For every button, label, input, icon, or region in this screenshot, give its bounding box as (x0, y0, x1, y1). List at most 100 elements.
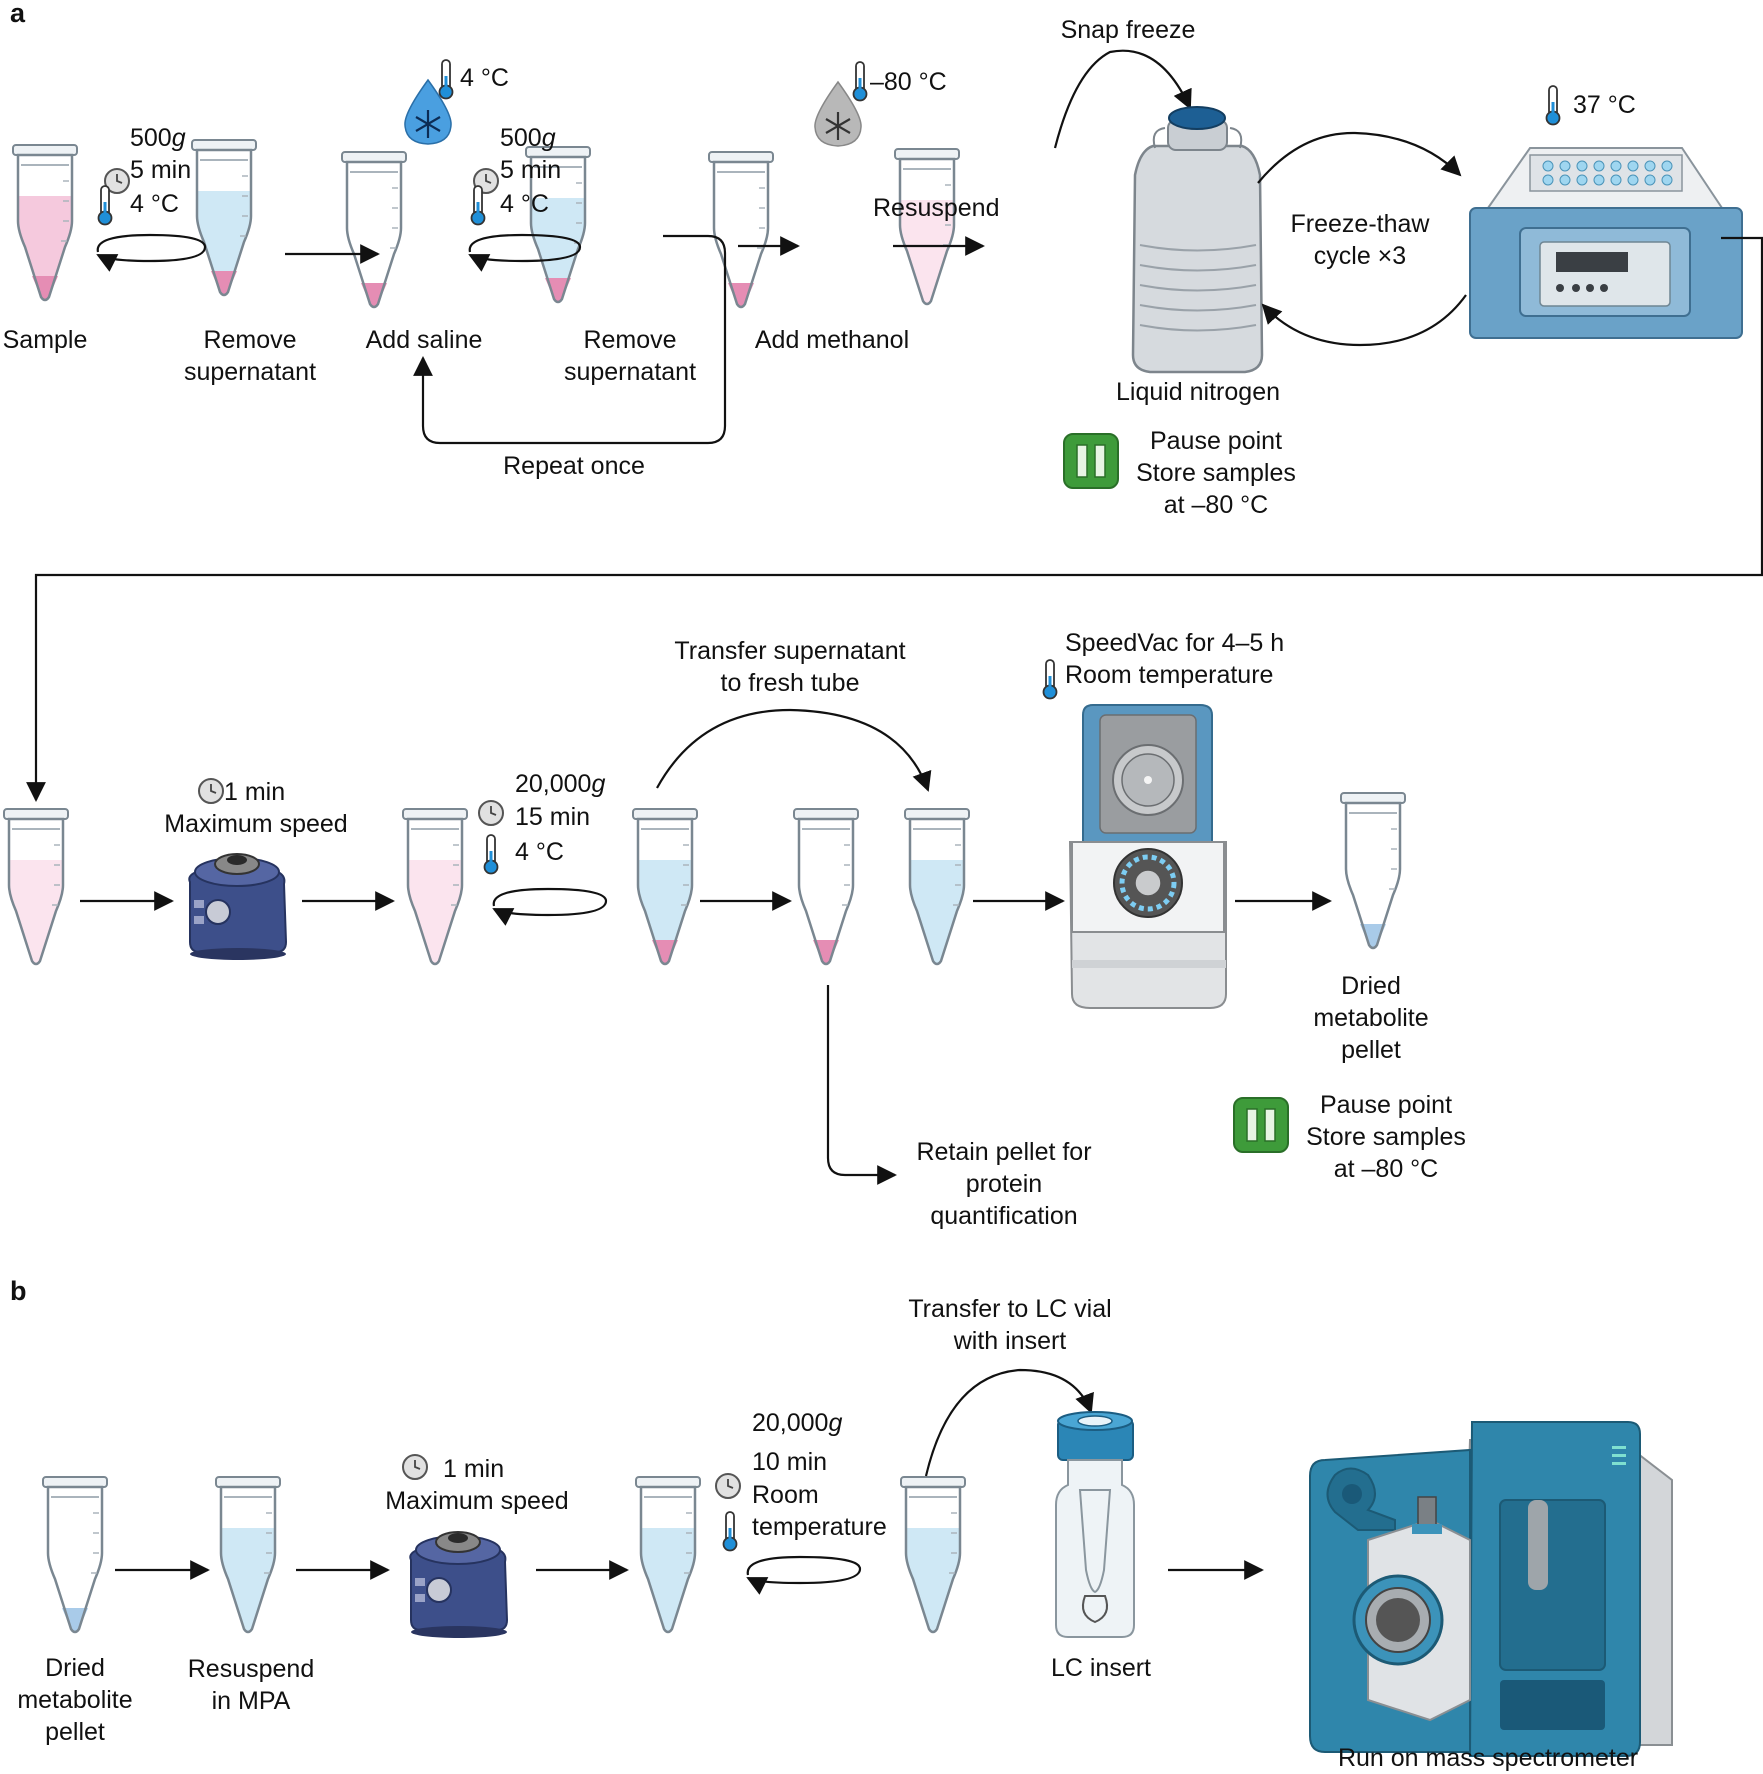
spin3-time: 15 min (515, 803, 590, 831)
speedvac-b: Room temperature (1065, 661, 1273, 689)
thermometer-icon-saline (438, 59, 454, 100)
pause1-b: Store samples (1136, 459, 1296, 487)
tube-row2-2 (401, 807, 469, 966)
tube-add-methanol (707, 150, 775, 309)
speedvac-icon (1068, 704, 1228, 1009)
b-dried-b: metabolite (17, 1686, 132, 1714)
label-freeze-thaw-a: Freeze-thaw (1291, 210, 1431, 238)
b-spin-temp-a: Room (752, 1481, 819, 1509)
label-repeat-once: Repeat once (503, 452, 645, 480)
thermometer-icon-b (722, 1511, 738, 1552)
thermometer-icon-incubator (1545, 85, 1561, 126)
spin2-force: 500g (500, 124, 556, 152)
arrow-retain-pellet (826, 985, 897, 1185)
repeat-loop-arrow (413, 234, 727, 445)
label-resuspend: Resuspend (873, 194, 999, 222)
retain-pellet-c: quantification (930, 1202, 1077, 1230)
b-transfer-b: with insert (953, 1327, 1067, 1355)
vortex-mixer-icon (188, 853, 287, 961)
label-freeze-thaw-b: cycle ×3 (1314, 242, 1406, 270)
tube-dried-pellet (1339, 791, 1407, 950)
tube-row2-3 (631, 807, 699, 966)
b-dried-c: pellet (45, 1718, 105, 1746)
arrow-transfer-lc (924, 1368, 1094, 1477)
b-spin-temp-b: temperature (752, 1513, 887, 1541)
connector-row1-row2 (26, 236, 1763, 802)
clock-icon-b1 (402, 1454, 428, 1480)
tube-b-resuspend (214, 1475, 282, 1634)
spin2-time: 5 min (500, 156, 561, 184)
b-transfer-a: Transfer to LC vial (908, 1295, 1111, 1323)
tube-resuspend (893, 147, 961, 306)
tube-row2-5 (903, 807, 971, 966)
lc-vial-icon (1055, 1411, 1135, 1638)
pause1-c: at –80 °C (1164, 491, 1269, 519)
tube-row2-4 (792, 807, 860, 966)
transfer-sup-a: Transfer supernatant (674, 637, 905, 665)
arrow-snap-freeze (1053, 49, 1192, 149)
b-vortex-time: 1 min (443, 1455, 504, 1483)
label-remove-sup-2a: Remove (583, 326, 676, 354)
arrow-to-dewar (1261, 294, 1467, 347)
b-resuspend-a: Resuspend (188, 1655, 314, 1683)
label-remove-sup-2b: supernatant (564, 358, 696, 386)
thermometer-icon-3 (483, 834, 499, 875)
tube-add-saline (340, 150, 408, 309)
incubator-icon (1469, 147, 1743, 339)
b-vortex-speed: Maximum speed (385, 1487, 568, 1515)
thermometer-icon-speedvac (1042, 659, 1058, 700)
dried-pellet-c: pellet (1341, 1036, 1401, 1064)
vortex1-time: 1 min (224, 778, 285, 806)
panel-b-letter: b (10, 1276, 27, 1306)
centrifuge-loop-b (746, 1555, 862, 1595)
label-add-methanol: Add methanol (755, 326, 909, 354)
spin1-time: 5 min (130, 156, 191, 184)
label-add-saline: Add saline (366, 326, 483, 354)
tube-b-transfer (899, 1475, 967, 1634)
transfer-sup-b: to fresh tube (721, 669, 860, 697)
pause-icon (1063, 433, 1119, 489)
dewar-icon (1131, 106, 1264, 374)
speedvac-a: SpeedVac for 4–5 h (1065, 629, 1284, 657)
panel-a-letter: a (10, 0, 26, 28)
dried-pellet-b: metabolite (1313, 1004, 1428, 1032)
b-lc-insert: LC insert (1051, 1654, 1151, 1682)
tube-remove-sup-2 (524, 145, 592, 304)
b-resuspend-b: in MPA (212, 1687, 291, 1715)
pause-icon-2 (1233, 1097, 1289, 1153)
b-dried-a: Dried (45, 1654, 105, 1682)
b-ms-label: Run on mass spectrometer (1338, 1744, 1638, 1772)
thermometer-icon-methanol (852, 61, 868, 102)
tube-b-spin (634, 1475, 702, 1634)
clock-icon-3 (478, 800, 504, 826)
methanol-temp: –80 °C (870, 68, 947, 96)
label-sample: Sample (3, 326, 88, 354)
saline-temp: 4 °C (460, 64, 509, 92)
vortex1-speed: Maximum speed (164, 810, 347, 838)
tube-b-dried (41, 1475, 109, 1634)
arrow-transfer-sup (656, 708, 932, 792)
spin3-force: 20,000g (515, 770, 605, 798)
centrifuge-loop-3 (492, 887, 608, 926)
b-spin-force: 20,000g (752, 1409, 842, 1437)
clock-icon-b2 (715, 1473, 741, 1499)
arrow-to-incubator (1257, 131, 1462, 184)
spin1-force: 500g (130, 124, 186, 152)
retain-pellet-b: protein (966, 1170, 1042, 1198)
centrifuge-loop-1 (96, 233, 207, 272)
label-snap-freeze: Snap freeze (1061, 16, 1196, 44)
pause2-b: Store samples (1306, 1123, 1466, 1151)
pause2-a: Pause point (1320, 1091, 1452, 1119)
dried-pellet-a: Dried (1341, 972, 1401, 1000)
thermometer-icon (97, 185, 113, 226)
tube-sample (11, 143, 79, 302)
thermometer-icon-2 (470, 185, 486, 226)
incubator-temp: 37 °C (1573, 91, 1636, 119)
tube-row2-1 (2, 807, 70, 966)
pause2-c: at –80 °C (1334, 1155, 1439, 1183)
centrifuge-loop-2 (468, 233, 582, 272)
label-remove-sup-1b: supernatant (184, 358, 316, 386)
mass-spectrometer-icon (1309, 1421, 1673, 1757)
tube-remove-sup-1 (190, 138, 258, 297)
